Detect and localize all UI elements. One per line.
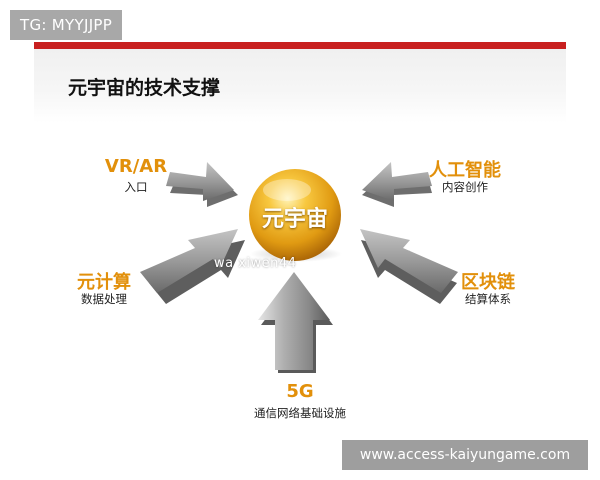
node-vrar-sub: 入口 [124, 180, 148, 194]
node-network-label: 5G [286, 381, 314, 402]
arrow-up-icon [258, 272, 333, 373]
top-watermark-tag: TG: MYYJJPP [10, 10, 123, 40]
arrow-right-down-icon [166, 162, 238, 207]
node-network-sub: 通信网络基础设施 [254, 406, 346, 420]
arrow-right-up-icon [140, 229, 245, 304]
node-blockchain-sub: 结算体系 [465, 292, 511, 306]
node-ai-sub: 内容创作 [442, 180, 488, 194]
node-ai-label: 人工智能 [429, 160, 501, 181]
watermark-text: wa xiwen44 [214, 256, 297, 271]
bottom-watermark-tag: www.access-kaiyungame.com [342, 440, 588, 470]
center-label: 元宇宙 [261, 207, 328, 232]
slide-title: 元宇宙的技术支撑 [68, 77, 221, 99]
node-compute-sub: 数据处理 [81, 292, 127, 306]
node-vrar-label: VR/AR [104, 156, 168, 177]
arrow-left-up-icon [360, 229, 458, 304]
sphere-highlight [263, 179, 311, 201]
title-band [34, 49, 566, 123]
arrow-left-down-icon [362, 162, 432, 207]
header-accent-bar [34, 42, 566, 49]
center-sphere [249, 169, 341, 261]
node-compute-label: 元计算 [77, 272, 131, 293]
node-blockchain-label: 区块链 [461, 272, 515, 293]
